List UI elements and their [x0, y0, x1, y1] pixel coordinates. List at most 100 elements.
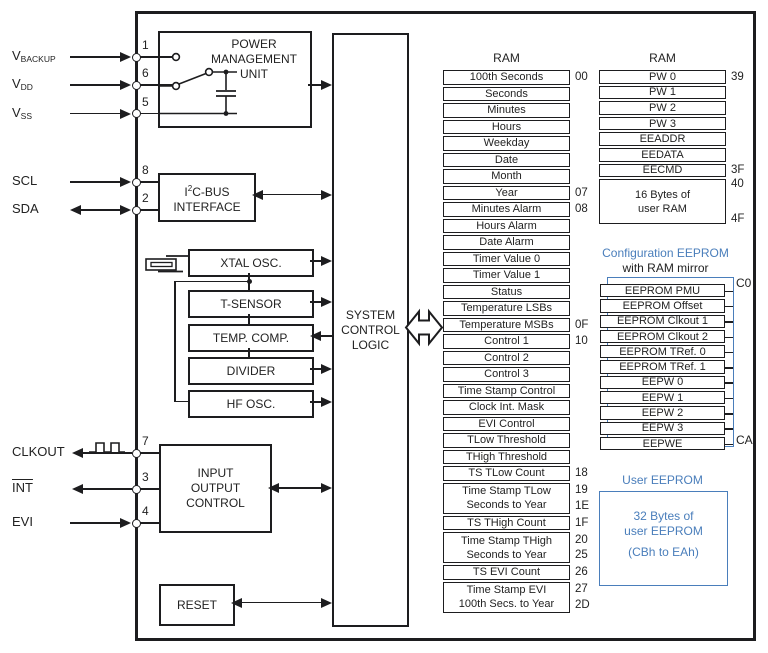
i2c-label: INTERFACE: [173, 199, 241, 214]
register-label: PW 1: [649, 86, 676, 99]
ioc-label: INPUT: [197, 466, 234, 480]
register-address: 00: [575, 71, 588, 84]
register-cell: TS THigh Count: [443, 515, 570, 530]
register-label: EEPROM Clkout 2: [616, 330, 709, 343]
arrowhead: [231, 597, 242, 608]
table-row: EVI Control: [443, 416, 570, 431]
i2c-label: C-BUS: [192, 184, 230, 199]
register-cell: Hours Alarm: [443, 218, 570, 233]
register-label: Control 2: [484, 351, 529, 364]
pin-pad-vbackup: [131, 52, 141, 62]
user-eeprom-line: user EEPROM: [624, 524, 703, 538]
pin-label-int: INT: [12, 480, 33, 495]
register-label: 100th Secs. to Year: [458, 598, 555, 610]
pmu-label: UNIT: [240, 67, 268, 81]
mirror-tick: [725, 382, 733, 384]
pin-pad-vss: [131, 109, 141, 118]
register-label: user RAM: [638, 202, 687, 215]
table-row: TLow Threshold: [443, 433, 570, 448]
arrow-divider-to-scl: [310, 368, 324, 370]
register-cell: Temperature MSBs: [443, 317, 570, 332]
register-address: 18: [575, 467, 588, 480]
block-divider: DIVIDER: [188, 357, 314, 385]
arrow-i2c-scl: [260, 193, 324, 196]
arrowhead: [70, 205, 81, 215]
pin-name-subscript: BACKUP: [20, 54, 56, 64]
register-address: 25: [575, 549, 588, 562]
table-row: Minutes: [443, 103, 570, 118]
arrow-reset-scl: [239, 601, 324, 604]
user-eeprom-box: 32 Bytes of user EEPROM (CBh to EAh): [599, 491, 728, 586]
register-cell: EEPW 3: [600, 421, 725, 435]
register-label: PW 0: [649, 70, 676, 83]
register-cell: Date Alarm: [443, 235, 570, 250]
register-cell: PW 3: [599, 116, 726, 131]
arrowhead: [120, 205, 131, 215]
arrowhead: [72, 448, 83, 458]
pin-number-vdd: 6: [142, 66, 149, 80]
table-row: Control 2: [443, 350, 570, 365]
register-label: EEDATA: [641, 148, 684, 161]
pin-line-vdd: [70, 84, 122, 86]
block-reset: RESET: [159, 584, 235, 626]
register-cell: Weekday: [443, 136, 570, 151]
arrow-tsensor-to-scl: [310, 301, 324, 303]
register-cell: EEPROM Clkout 1: [600, 314, 725, 328]
table-row: Month: [443, 169, 570, 184]
pin-number-scl: 8: [142, 163, 149, 177]
table-row: EEPROM TRef. 1: [600, 360, 733, 374]
arrowhead: [120, 177, 131, 187]
pin-label-clkout: CLKOUT: [12, 444, 65, 459]
temp-comp-label: TEMP. COMP.: [212, 330, 290, 345]
ram-right-title: RAM: [649, 51, 676, 65]
i2c-label-sup: 2: [187, 183, 193, 193]
register-cell: Control 3: [443, 367, 570, 382]
t-sensor-label: T-SENSOR: [220, 296, 282, 311]
table-row: Seconds: [443, 86, 570, 101]
register-cell: Control 2: [443, 350, 570, 365]
arrow-hfosc-to-scl: [310, 401, 324, 403]
register-label: Time Stamp TLow: [462, 485, 551, 497]
register-address: 2D: [575, 598, 590, 611]
block-system-control-logic: SYSTEM CONTROL LOGIC: [332, 33, 409, 627]
register-label: Timer Value 1: [472, 269, 541, 282]
register-cell: TS TLow Count: [443, 466, 570, 481]
table-row: EEPW 2: [600, 406, 733, 420]
register-label: EEPROM Clkout 1: [616, 315, 709, 328]
register-label: Seconds to Year: [466, 548, 547, 561]
table-row: EEPWE: [600, 436, 733, 451]
arrowhead: [252, 189, 263, 200]
pin-stub-int: [140, 488, 160, 490]
pin-pad-clkout: [131, 448, 141, 458]
register-label: EVI Control: [478, 417, 535, 430]
register-label: Temperature LSBs: [460, 302, 553, 315]
pin-label-vdd: VDD: [12, 76, 33, 92]
arrowhead: [321, 483, 332, 493]
pmu-label: MANAGEMENT: [210, 52, 297, 66]
pin-name-subscript: DD: [20, 82, 33, 92]
register-label: Status: [490, 285, 523, 298]
register-label: Minutes: [487, 104, 526, 117]
register-cell: PW 1: [599, 85, 726, 100]
table-row: Timer Value 1: [443, 268, 570, 283]
table-row: EEPROM Clkout 2: [600, 329, 733, 344]
block-t-sensor: T-SENSOR: [188, 290, 314, 318]
config-eeprom-title: Configuration EEPROM: [602, 246, 729, 260]
pin-name: INT: [12, 480, 33, 495]
register-cell: EVI Control: [443, 416, 570, 431]
register-cell: Minutes: [443, 103, 570, 118]
table-row: Timer Value 0: [443, 251, 570, 266]
arrowhead: [310, 331, 321, 341]
register-label: Control 1: [484, 335, 529, 348]
table-row: Status: [443, 284, 570, 299]
scl-label: SYSTEM: [345, 307, 396, 322]
pin-label-vbackup: VBACKUP: [12, 48, 56, 64]
pin-label-evi: EVI: [12, 514, 33, 529]
table-row: PW 2: [599, 101, 726, 115]
